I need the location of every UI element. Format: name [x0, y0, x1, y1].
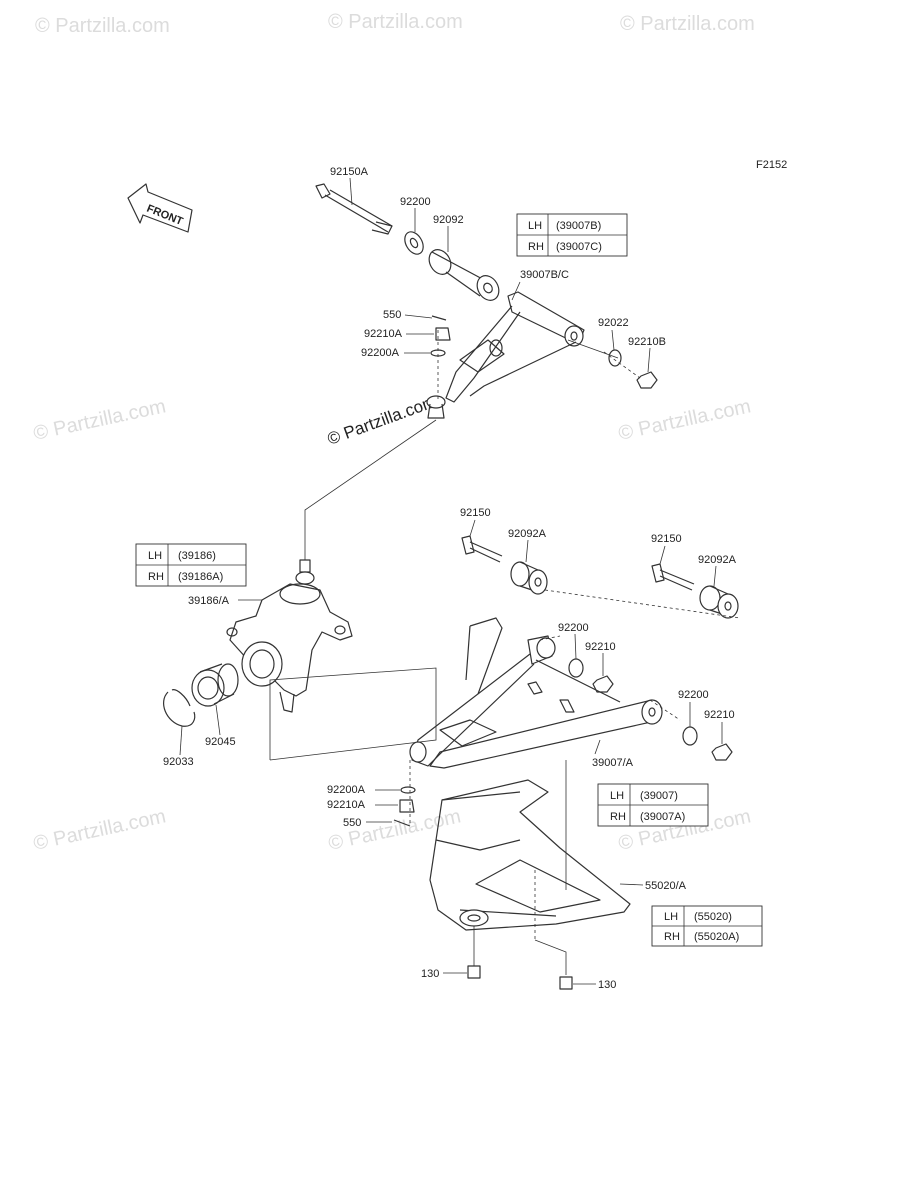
table-cell: LH	[610, 790, 624, 802]
table-cell: (55020A)	[694, 931, 739, 943]
watermark: © Partzilla.com	[31, 395, 167, 445]
label-92200A-top: 92200A	[361, 347, 400, 359]
label-550-top: 550	[383, 309, 401, 321]
table-lower-arm: LH (39007) RH (39007A)	[597, 783, 709, 827]
watermark-layer: © Partzilla.com © Partzilla.com © Partzi…	[31, 11, 754, 855]
label-92210A-bot: 92210A	[327, 799, 366, 811]
label-92092: 92092	[433, 214, 464, 226]
washer-92022	[608, 349, 622, 367]
upper-a-arm	[426, 291, 585, 419]
label-92210-mid: 92210	[585, 641, 616, 653]
circlip-92033	[163, 691, 196, 727]
steering-knuckle	[226, 559, 353, 713]
label-92150-mid: 92150	[460, 507, 491, 519]
lower-a-arm	[409, 617, 663, 769]
bolt-130-left	[467, 965, 481, 979]
label-130-left: 130	[421, 968, 439, 980]
washer-92200A-bot	[400, 786, 416, 794]
table-cell: LH	[148, 550, 162, 562]
table-cell: LH	[528, 220, 542, 232]
table-cell: (39186A)	[178, 571, 223, 583]
front-arrow-label: FRONT	[145, 203, 185, 228]
table-cell: RH	[528, 241, 544, 253]
table-cell: RH	[610, 811, 626, 823]
watermark: © Partzilla.com	[616, 395, 752, 445]
label-92210A-top: 92210A	[364, 328, 403, 340]
watermark: © Partzilla.com	[620, 13, 755, 35]
table-cell: RH	[148, 571, 164, 583]
label-92200A-bot: 92200A	[327, 784, 366, 796]
bushing-92092A-mid	[510, 561, 548, 595]
label-92200-top: 92200	[400, 196, 431, 208]
label-92210-right: 92210	[704, 709, 735, 721]
nut-92210-right	[711, 743, 733, 761]
bearing-92045	[191, 663, 239, 707]
bushing-92092A-right	[699, 585, 739, 619]
watermark: © Partzilla.com	[35, 15, 170, 37]
table-cell: (55020)	[694, 911, 732, 923]
label-92045: 92045	[205, 736, 236, 748]
bolt-130-right	[559, 976, 573, 990]
table-upper-arm: LH (39007B) RH (39007C)	[516, 213, 628, 257]
center-watermark: © Partzilla.com	[325, 392, 439, 449]
nut-92210-mid	[592, 675, 614, 693]
table-guard: LH (55020) RH (55020A)	[651, 905, 763, 947]
figure-code: F2152	[756, 159, 787, 171]
label-55020A: 55020/A	[645, 880, 687, 892]
table-cell: (39007A)	[640, 811, 685, 823]
label-92022: 92022	[598, 317, 629, 329]
label-39186A: 39186/A	[188, 595, 230, 607]
table-cell: (39186)	[178, 550, 216, 562]
label-92092A-right: 92092A	[698, 554, 737, 566]
label-39007BC: 39007B/C	[520, 269, 569, 281]
label-550-bot: 550	[343, 817, 361, 829]
label-92092A-mid: 92092A	[508, 528, 547, 540]
nut-92210A-top	[435, 327, 451, 341]
label-92150-right: 92150	[651, 533, 682, 545]
bolt-92150-right	[651, 563, 695, 591]
washer-92200-right	[682, 726, 698, 746]
label-130-right: 130	[598, 979, 616, 991]
label-92150A: 92150A	[330, 166, 369, 178]
watermark: © Partzilla.com	[31, 805, 167, 855]
nut-92210B	[636, 371, 658, 389]
table-cell: (39007C)	[556, 241, 602, 253]
label-92200-mid: 92200	[558, 622, 589, 634]
table-cell: (39007B)	[556, 220, 601, 232]
watermark: © Partzilla.com	[328, 11, 463, 33]
bushing-92092	[428, 249, 500, 301]
table-cell: LH	[664, 911, 678, 923]
label-92210B: 92210B	[628, 336, 666, 348]
front-arrow-icon: FRONT	[127, 183, 193, 233]
table-cell: RH	[664, 931, 680, 943]
nut-92210A-bot	[399, 799, 415, 813]
label-92033: 92033	[163, 756, 194, 768]
cotter-pin-550-bot	[393, 819, 411, 827]
bolt-92150-mid	[461, 535, 503, 563]
table-cell: (39007)	[640, 790, 678, 802]
cotter-pin-550	[431, 315, 447, 321]
label-39007A: 39007/A	[592, 757, 634, 769]
label-92200-right: 92200	[678, 689, 709, 701]
washer-92200	[404, 231, 424, 255]
bolt-92150A	[315, 183, 393, 235]
table-knuckle: LH (39186) RH (39186A)	[135, 543, 247, 587]
washer-92200-mid	[568, 658, 584, 678]
guard-55020	[429, 779, 631, 931]
watermark: © Partzilla.com	[326, 805, 462, 855]
